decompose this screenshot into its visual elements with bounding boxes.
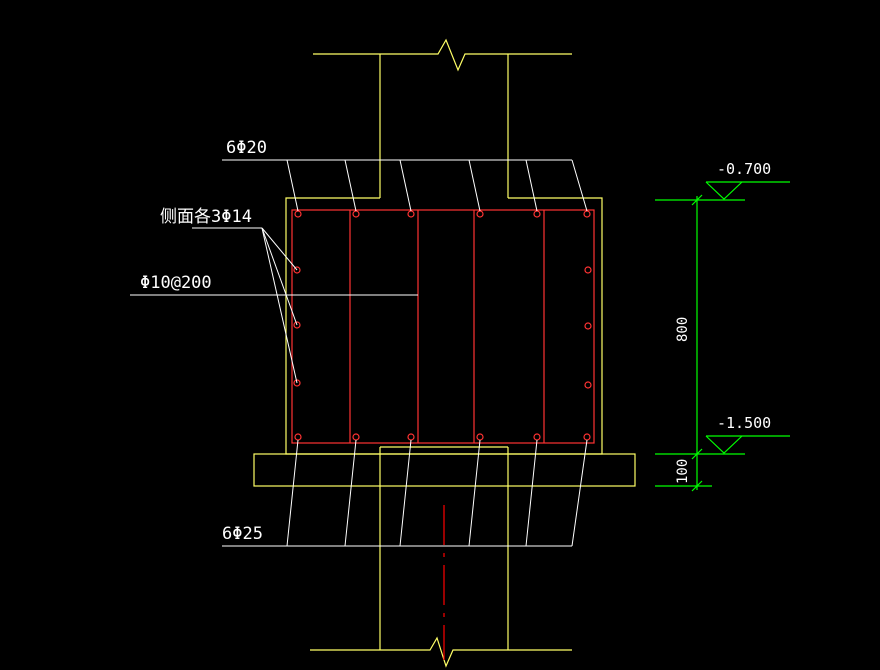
reinforcement bbox=[291, 209, 595, 444]
bottom-bars-pointer bbox=[525, 439, 538, 547]
side-bar bbox=[584, 381, 592, 389]
top-bars-pointer bbox=[571, 159, 588, 212]
stirrups-label: Φ10@200 bbox=[140, 273, 212, 293]
base-slab bbox=[253, 453, 636, 487]
bottom-bar bbox=[407, 433, 415, 441]
top-bars-pointer bbox=[399, 159, 412, 212]
bottom-bars-pointer bbox=[468, 439, 481, 547]
bottom-bar bbox=[294, 433, 302, 441]
bottom-bars-label: 6Φ25 bbox=[222, 524, 263, 544]
bottom-bar bbox=[583, 433, 591, 441]
bottom-bar bbox=[476, 433, 484, 441]
stirrup-outer bbox=[291, 209, 595, 444]
top-bar bbox=[294, 210, 302, 218]
side-bars-label: 侧面各3Φ14 bbox=[160, 207, 252, 227]
rebar-dots bbox=[293, 210, 592, 441]
bottom-bars-pointer bbox=[344, 439, 357, 547]
bottom-bars-pointer bbox=[399, 439, 412, 547]
top-bars-pointer bbox=[286, 159, 299, 212]
elevation-top-marker bbox=[705, 181, 743, 200]
dimension-system bbox=[655, 181, 790, 492]
top-bars-pointer bbox=[344, 159, 357, 212]
top-break-line bbox=[313, 38, 572, 72]
dim-tick bbox=[691, 194, 703, 206]
top-bars-pointer bbox=[525, 159, 538, 212]
bottom-break-line bbox=[310, 636, 572, 668]
side-bars-pointer bbox=[261, 227, 298, 326]
dim-tick bbox=[691, 448, 703, 460]
bottom-bars-pointer bbox=[286, 439, 299, 547]
leaders bbox=[130, 159, 588, 547]
elevation-bottom-marker bbox=[705, 435, 743, 454]
elevation-top-label: -0.700 bbox=[717, 160, 771, 178]
top-bar bbox=[583, 210, 591, 218]
side-bars-pointer bbox=[261, 227, 298, 271]
bottom-bar bbox=[533, 433, 541, 441]
side-bar bbox=[584, 266, 592, 274]
elevation-bottom-label: -1.500 bbox=[717, 414, 771, 432]
bottom-bars-pointer bbox=[571, 439, 588, 547]
base-dimension-label: 100 bbox=[675, 459, 691, 484]
top-bars-pointer bbox=[468, 159, 481, 212]
bottom-bar bbox=[352, 433, 360, 441]
top-bar bbox=[476, 210, 484, 218]
beam-outline bbox=[285, 197, 603, 455]
top-bar bbox=[352, 210, 360, 218]
dim-tick bbox=[691, 480, 703, 492]
height-dimension-label: 800 bbox=[675, 317, 691, 342]
top-bar bbox=[533, 210, 541, 218]
top-bar bbox=[407, 210, 415, 218]
concrete-outline bbox=[253, 38, 636, 668]
side-bars-pointer bbox=[261, 227, 298, 384]
top-bars-label: 6Φ20 bbox=[226, 138, 267, 158]
side-bar bbox=[584, 322, 592, 330]
